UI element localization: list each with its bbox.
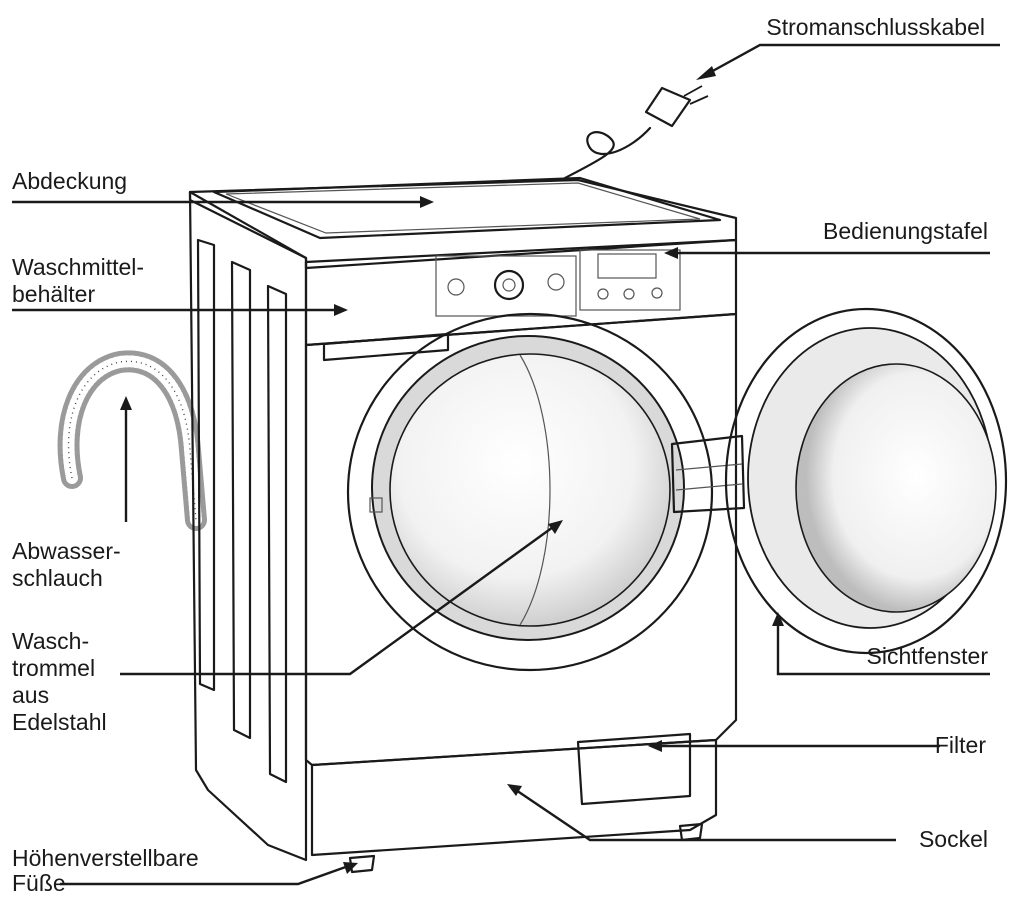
drum-label-line1: Wasch- [12,628,90,654]
foot [678,822,704,842]
drum-label-line2: trommel [12,655,96,681]
drum-opening [346,312,714,672]
program-panel [435,255,577,317]
door [724,307,1008,655]
front-body [304,312,738,874]
drain-hose-label-line2: schlauch [12,565,103,591]
control-panel-label: Bedienungstafel [823,218,988,244]
drum-label-line3: aus [12,682,50,708]
cover-label: Abdeckung [12,168,128,194]
drum-label-line4: Edelstahl [12,709,107,735]
drain-hose-label-line1: Abwasser- [12,538,121,564]
leader-lines [12,43,1000,886]
power-cable [563,85,709,180]
drain-hose [57,350,207,531]
display-panel [579,249,681,311]
detergent-drawer-label-line1: Waschmittel- [12,254,145,280]
power-button-icon [447,278,465,296]
power-cable-label: Stromanschlusskabel [766,14,985,40]
top-cover [188,176,738,270]
feet-label-line2: Füße [12,870,66,896]
door-hinge [670,434,746,514]
filter-label: Filter [934,732,986,758]
display-screen [597,253,657,279]
window-label: Sichtfenster [866,643,988,669]
plug-icon [644,86,692,128]
detergent-drawer [322,332,450,362]
feet-label-line1: Höhenverstellbare [12,845,199,871]
detergent-drawer-label-line2: behälter [12,281,96,307]
side-panel [188,190,308,862]
plinth-label: Sockel [918,826,988,852]
program-dial [493,269,525,301]
start-button-icon [547,273,565,291]
filter-flap [576,732,692,806]
plinth [310,738,718,857]
